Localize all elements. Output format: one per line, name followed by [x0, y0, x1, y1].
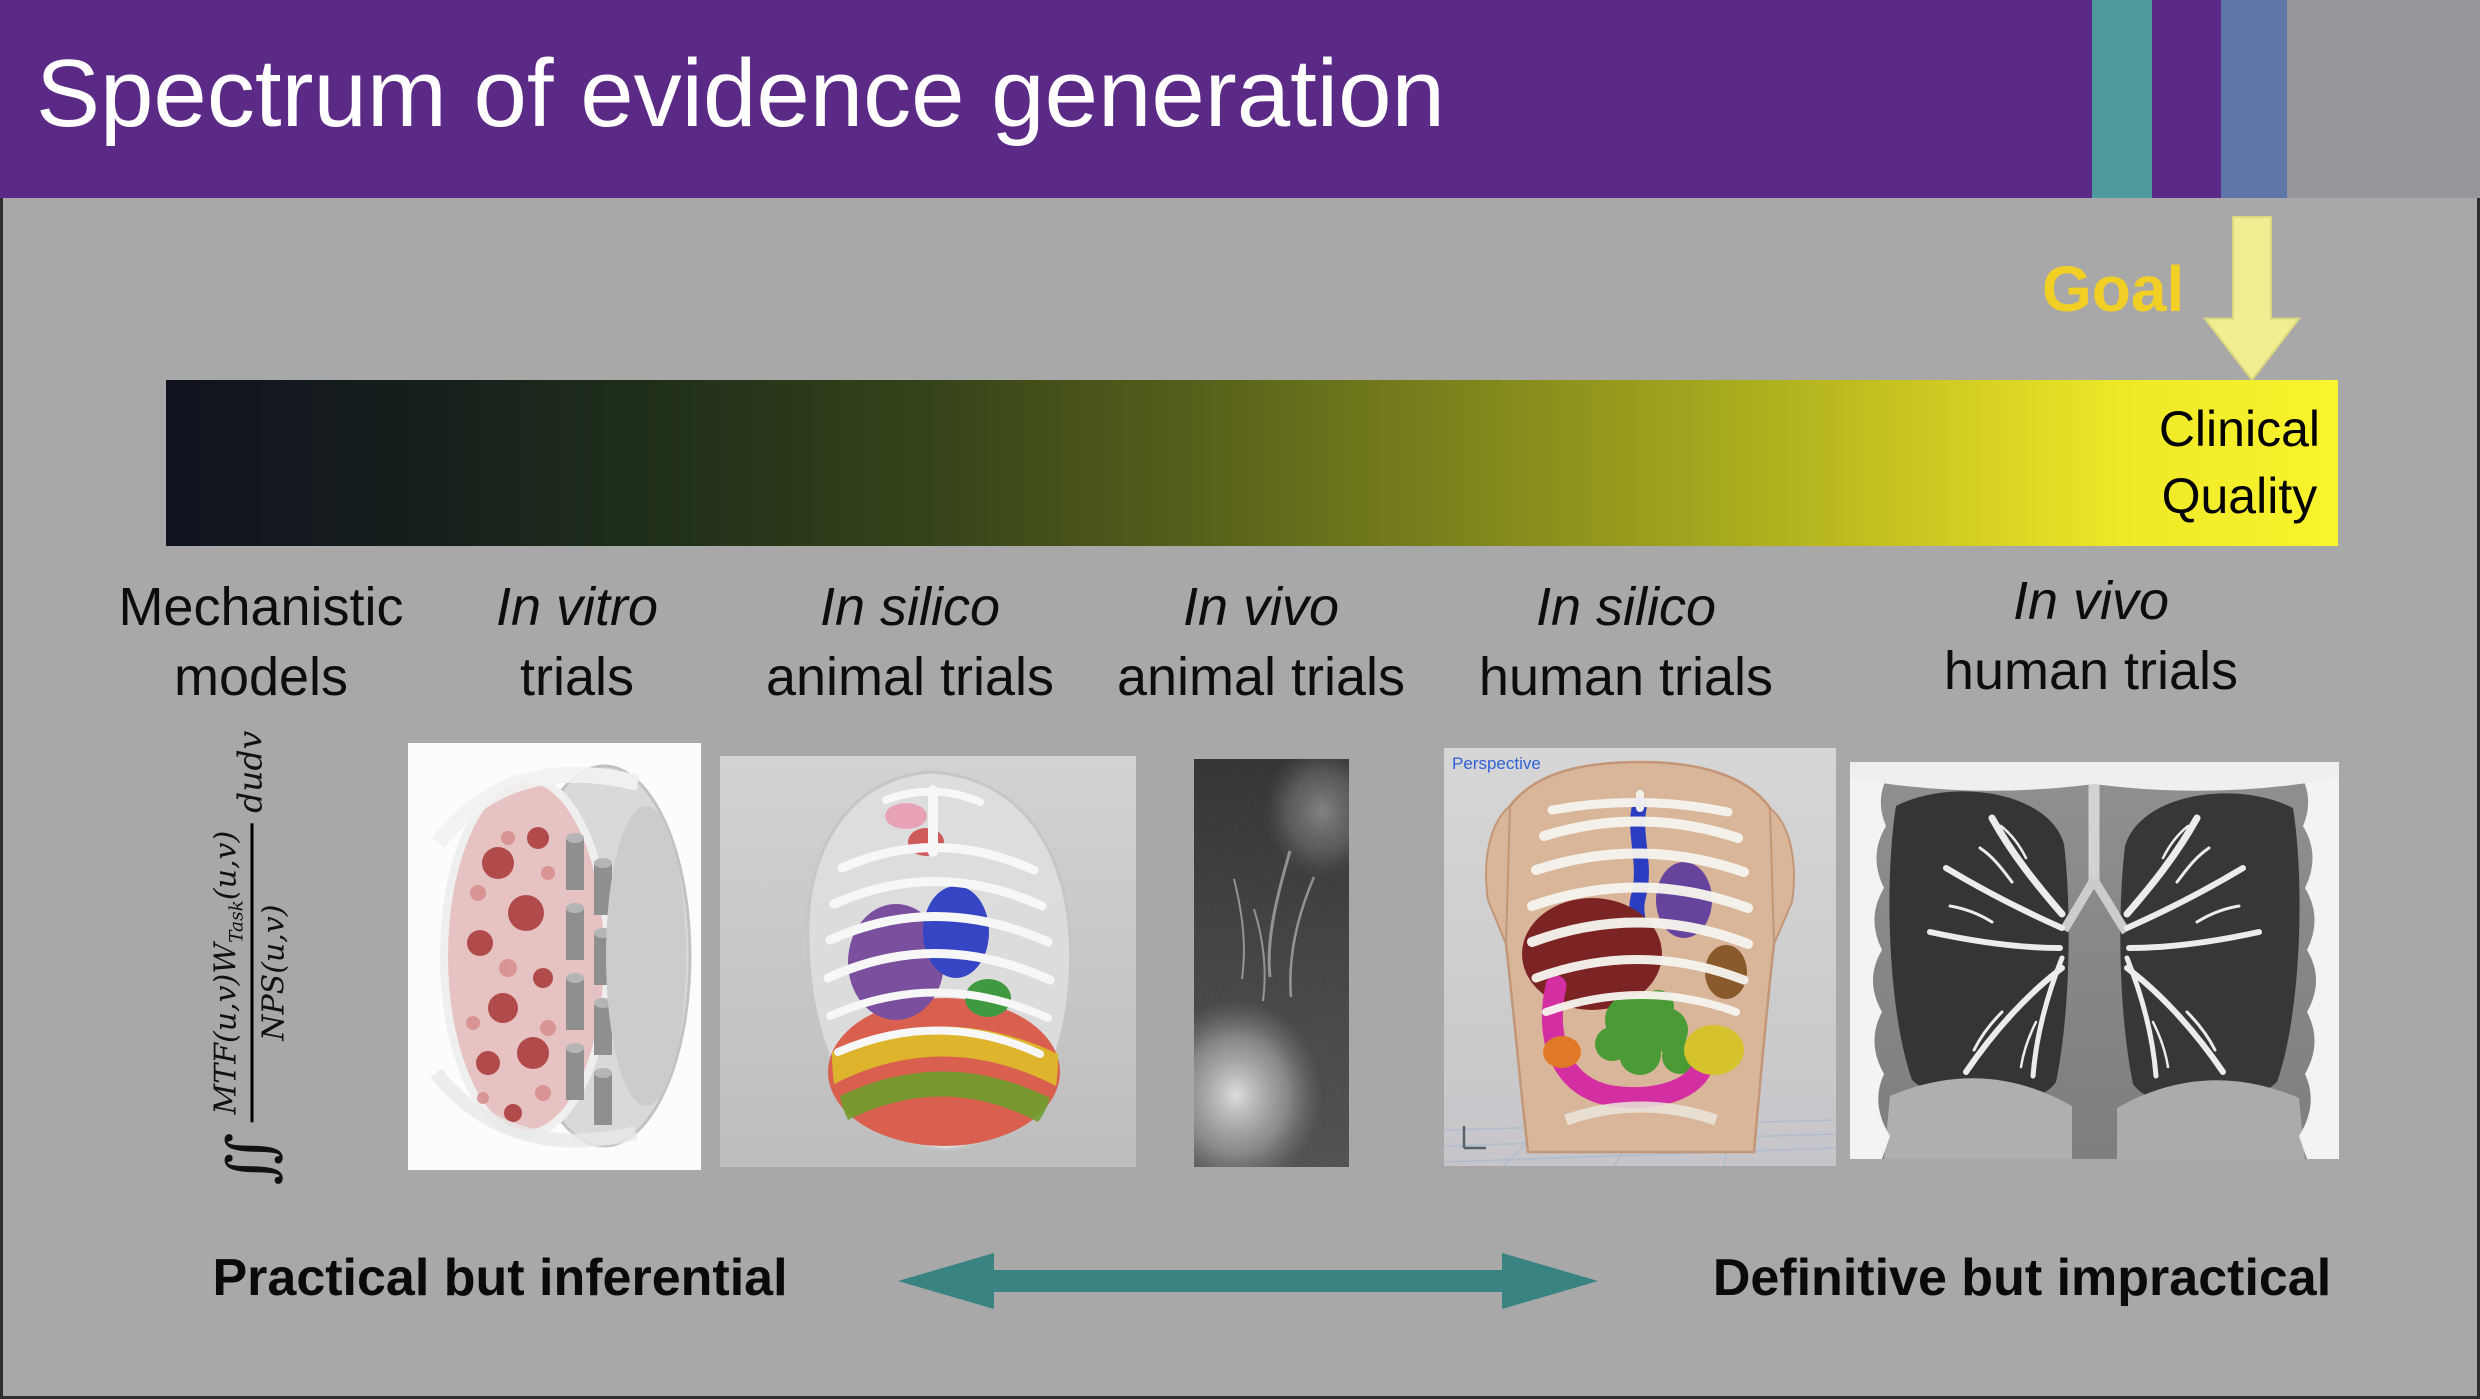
category-line1: In vivo [2012, 571, 2170, 631]
formula-numerator-subscript: Task [226, 900, 248, 943]
formula-numerator-pre: MTF(u,v)W [208, 942, 244, 1115]
category-invivo-human-trials: In vivo human trials [1944, 566, 2238, 706]
category-line2: human trials [1943, 641, 2239, 702]
invivo-animal-ct-image [1194, 759, 1349, 1167]
detectability-formula-panel: ∬ MTF(u,v)WTask(u,v) NPS(u,v) dudv [172, 731, 328, 1185]
category-line2: models [173, 647, 349, 708]
insilico-animal-phantom-image [720, 756, 1136, 1167]
category-line2: animal trials [765, 647, 1055, 708]
formula-fraction: MTF(u,v)WTask(u,v) NPS(u,v) [208, 822, 292, 1123]
formula-numerator-post: (u,v) [208, 830, 244, 901]
header-accent-stripe-teal [2092, 0, 2152, 198]
header-corner-block [2287, 0, 2480, 198]
clinical-quality-label: Clinical Quality [2159, 396, 2320, 530]
invivo-human-lungct-panel [1850, 762, 2339, 1159]
double-integral-symbol: ∬ [213, 1132, 286, 1186]
goal-label: Goal [2042, 253, 2185, 325]
formula-differential: dudv [230, 730, 270, 813]
category-invivo-animal-trials: In vivo animal trials [1117, 572, 1405, 712]
slide-title: Spectrum of evidence generation [36, 40, 1445, 147]
insilico-human-phantom-image [1444, 748, 1836, 1166]
category-insilico-animal-trials: In silico animal trials [766, 572, 1054, 712]
category-line1: Mechanistic [118, 577, 404, 637]
perspective-viewport-label: Perspective [1452, 754, 1541, 773]
clinical-quality-line2: Quality [2161, 468, 2318, 524]
invivo-animal-ct-panel [1194, 759, 1349, 1167]
invitro-phantom-panel [408, 743, 701, 1170]
clinical-quality-line1: Clinical [2158, 401, 2320, 457]
category-insilico-human-trials: In silico human trials [1479, 572, 1773, 712]
category-mechanistic-models: Mechanistic models [118, 572, 403, 712]
insilico-human-panel: Perspective [1444, 748, 1836, 1166]
detectability-formula: ∬ MTF(u,v)WTask(u,v) NPS(u,v) dudv [208, 730, 292, 1186]
slide-header-bar: Spectrum of evidence generation [0, 0, 2480, 198]
header-accent-stripe-slate [2221, 0, 2287, 198]
category-line2: animal trials [1116, 647, 1406, 708]
category-line2: trials [519, 647, 634, 708]
category-line1: In silico [1535, 577, 1717, 637]
formula-denominator: NPS(u,v) [256, 904, 292, 1041]
insilico-animal-panel [720, 756, 1136, 1167]
invitro-phantom-image [408, 743, 701, 1170]
category-invitro-trials: In vitro trials [496, 572, 658, 712]
formula-numerator: MTF(u,v)WTask(u,v) [208, 822, 254, 1123]
category-line1: In vitro [495, 577, 659, 637]
goal-down-arrow-icon [2202, 216, 2302, 382]
category-line1: In silico [819, 577, 1001, 637]
category-line1: In vivo [1182, 577, 1340, 637]
double-headed-arrow [898, 1253, 1598, 1309]
invivo-human-lungct-image [1850, 762, 2339, 1159]
practical-but-inferential-label: Practical but inferential [212, 1249, 788, 1307]
category-line2: human trials [1478, 647, 1774, 708]
definitive-but-impractical-label: Definitive but impractical [1712, 1249, 2332, 1307]
evidence-quality-gradient-bar: Clinical Quality [166, 380, 2338, 546]
